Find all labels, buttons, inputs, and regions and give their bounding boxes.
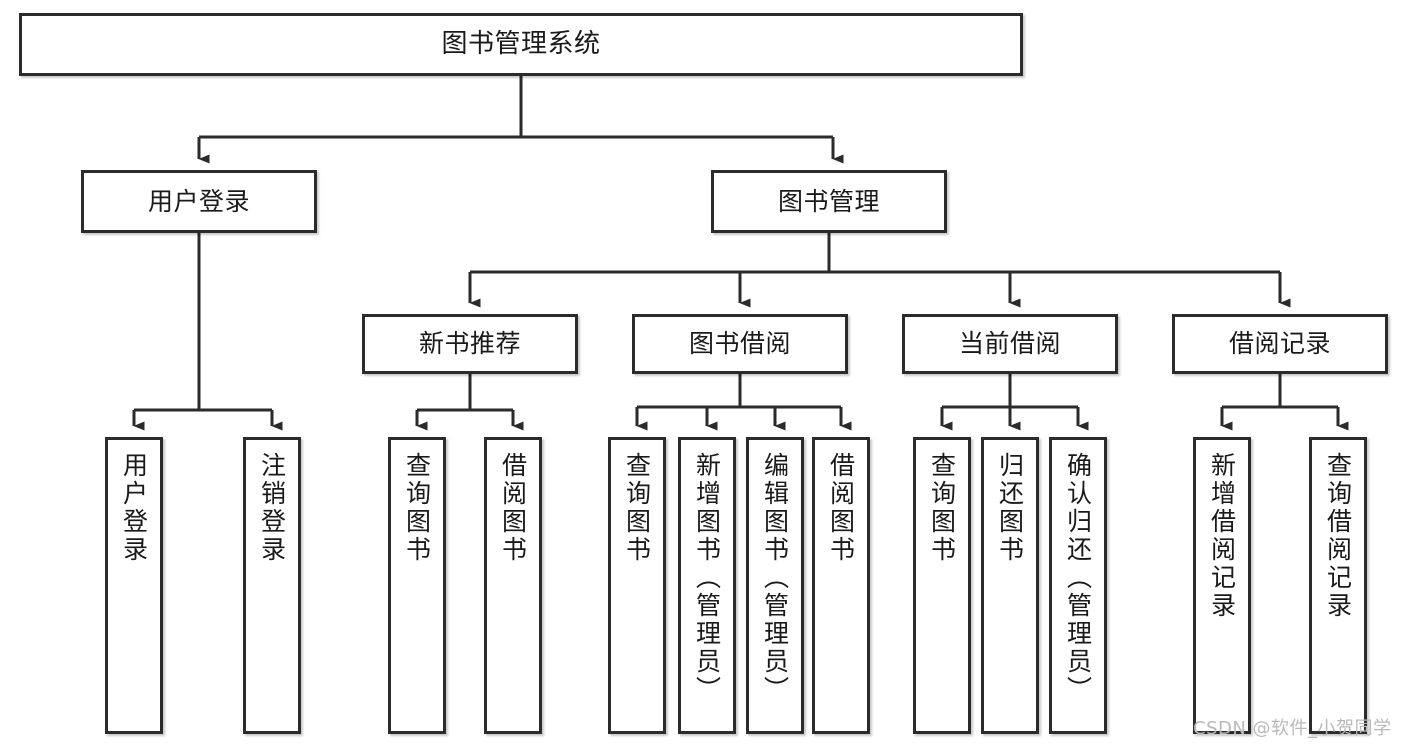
node-label: 借阅记录 [1228, 329, 1331, 358]
node-leaf-query-book-borrow[interactable]: 查询图书 [608, 437, 666, 734]
node-label: 借阅图书 [826, 452, 856, 564]
node-label: 归还图书 [995, 452, 1025, 564]
node-label: 图书管理 [777, 186, 880, 216]
node-leaf-edit-book-admin[interactable]: 编辑图书（管理员） [746, 437, 804, 734]
node-user-login[interactable]: 用户登录 [81, 170, 317, 233]
node-label: 用户登录 [147, 186, 250, 216]
node-label: 查询图书 [622, 452, 652, 564]
node-leaf-borrow-book-recommend[interactable]: 借阅图书 [484, 437, 542, 734]
node-leaf-query-book-current[interactable]: 查询图书 [913, 437, 971, 734]
node-label: 用户登录 [119, 452, 149, 564]
node-book-management[interactable]: 图书管理 [711, 170, 947, 233]
node-label: 查询图书 [402, 452, 432, 564]
node-label: 新增图书（管理员） [692, 452, 722, 704]
node-leaf-confirm-return-admin[interactable]: 确认归还（管理员） [1049, 437, 1107, 734]
node-leaf-query-book-recommend[interactable]: 查询图书 [388, 437, 446, 734]
node-label: 新增借阅记录 [1207, 452, 1237, 620]
node-label: 查询借阅记录 [1323, 452, 1353, 620]
node-new-book-recommend[interactable]: 新书推荐 [362, 314, 578, 374]
node-label: 编辑图书（管理员） [760, 452, 790, 704]
node-label: 注销登录 [257, 452, 287, 564]
node-label: 查询图书 [927, 452, 957, 564]
node-leaf-user-login[interactable]: 用户登录 [105, 437, 163, 734]
node-label: 当前借阅 [958, 329, 1061, 358]
node-label: 图书借阅 [688, 329, 791, 358]
node-leaf-logout[interactable]: 注销登录 [243, 437, 301, 734]
node-current-borrow[interactable]: 当前借阅 [902, 314, 1118, 374]
node-leaf-return-book[interactable]: 归还图书 [981, 437, 1039, 734]
node-root-book-management-system[interactable]: 图书管理系统 [19, 13, 1023, 76]
node-book-borrow[interactable]: 图书借阅 [632, 314, 848, 374]
node-leaf-add-book-admin[interactable]: 新增图书（管理员） [678, 437, 736, 734]
node-leaf-borrow-book[interactable]: 借阅图书 [812, 437, 870, 734]
node-label: 图书管理系统 [441, 28, 601, 59]
node-label: 借阅图书 [498, 452, 528, 564]
node-leaf-add-borrow-record[interactable]: 新增借阅记录 [1193, 437, 1251, 734]
node-label: 新书推荐 [418, 329, 521, 358]
node-leaf-query-borrow-record[interactable]: 查询借阅记录 [1309, 437, 1367, 734]
watermark-text: CSDN @软件_小贺同学 [1193, 718, 1392, 739]
node-label: 确认归还（管理员） [1063, 452, 1093, 704]
node-borrow-record[interactable]: 借阅记录 [1172, 314, 1388, 374]
